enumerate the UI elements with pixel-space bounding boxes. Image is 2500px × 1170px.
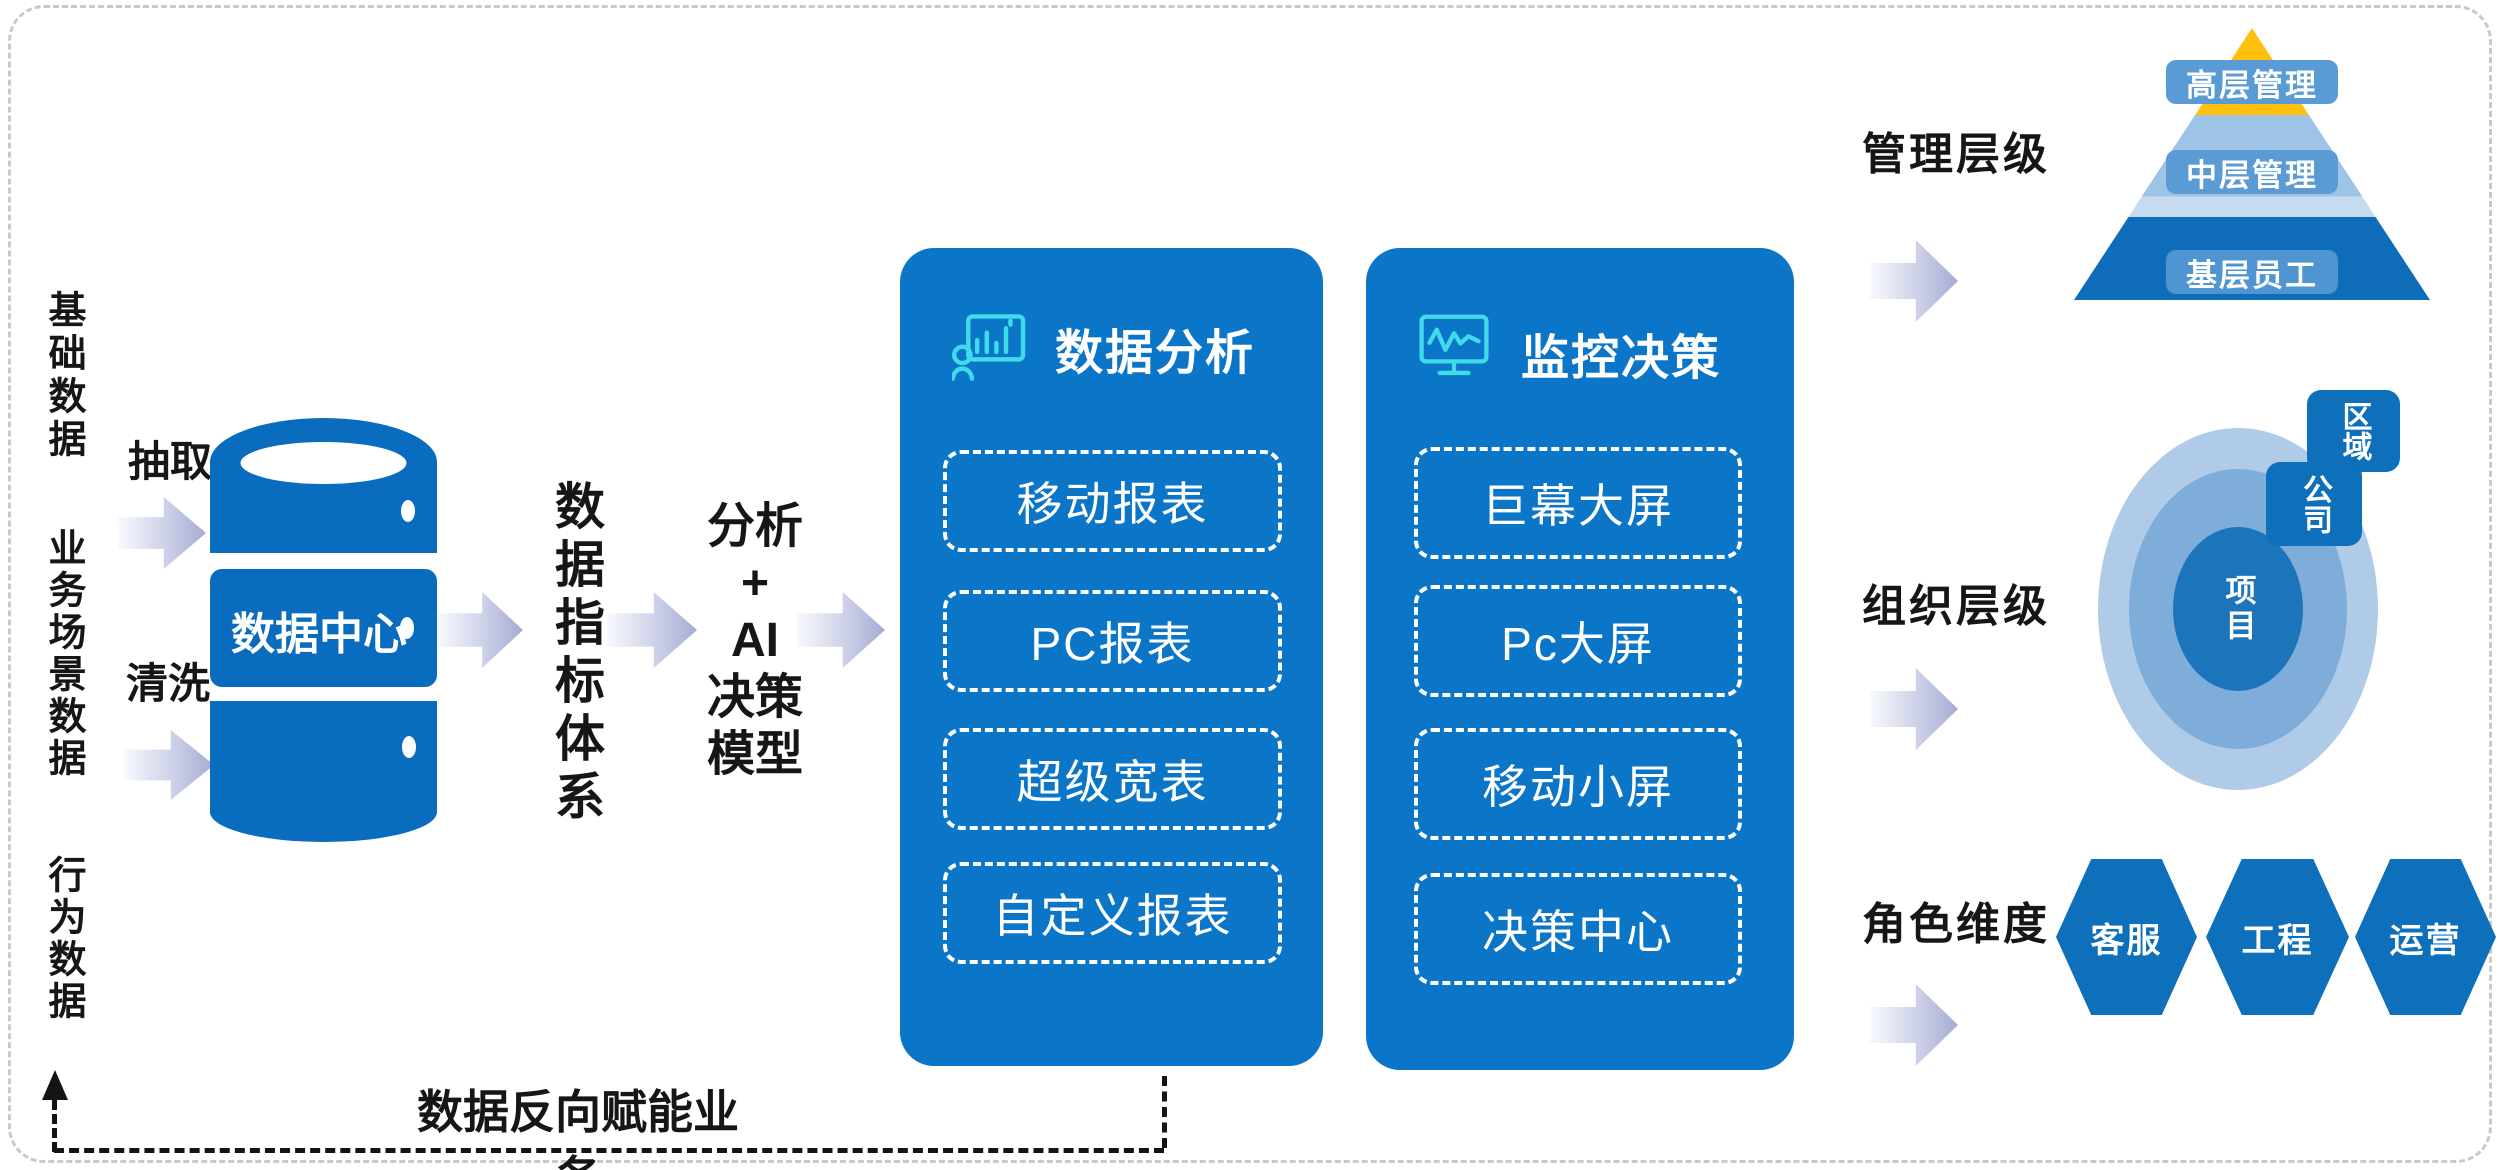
org-level-region-label: 区域 <box>2337 401 2371 461</box>
feedback-label: 数据反向赋能业务 <box>417 1086 739 1170</box>
ai-decision-model-label: 分析 + AI 决策 模型 <box>675 498 835 783</box>
tier-label-middle-management: 中层管理 <box>2166 150 2338 194</box>
model-line-ai: AI <box>731 614 779 667</box>
org-ring-center: 项目 <box>2173 527 2303 691</box>
feedback-line-left-vertical <box>52 1100 57 1152</box>
feature-super-wide-table: 超级宽表 <box>943 728 1282 830</box>
data-analysis-panel-title: 数据分析 <box>1055 327 1256 380</box>
pyramid-tier-middle-strip <box>2128 196 2376 218</box>
model-line-model: 模型 <box>706 728 803 781</box>
feature-pc-report: PC报表 <box>943 590 1282 692</box>
diagram-dashed-border <box>8 5 2492 1163</box>
role-dimension-label: 角色维度 <box>1862 900 2050 949</box>
feature-giant-screen: 巨幕大屏 <box>1414 447 1742 559</box>
model-line-decision: 决策 <box>706 671 803 724</box>
model-line-analysis: 分析 <box>706 500 803 553</box>
analyst-chart-icon <box>952 314 1026 381</box>
feature-pc-screen: Pc大屏 <box>1414 585 1742 697</box>
monitor-pulse-icon <box>1419 314 1489 376</box>
feature-decision-center: 决策中心 <box>1414 873 1742 985</box>
feature-custom-report: 自定义报表 <box>943 862 1282 964</box>
monitor-decision-panel-title: 监控决策 <box>1521 332 1722 385</box>
org-level-project-label: 项目 <box>2220 574 2256 644</box>
indicator-system-label: 数据指标体系 <box>548 480 604 828</box>
org-level-company-box: 公司 <box>2266 462 2362 546</box>
tier-label-base-staff: 基层员工 <box>2166 250 2338 294</box>
data-center-label: 数据中心 <box>231 610 407 659</box>
management-level-label: 管理层级 <box>1862 130 2050 179</box>
data-center-database-icon <box>210 418 437 842</box>
etl-extract-label: 抽取 <box>128 438 213 485</box>
role-hexagon-operations: 运营 <box>2355 859 2496 1015</box>
org-level-region-box: 区域 <box>2307 390 2400 472</box>
organization-level-label: 组织层级 <box>1862 582 2050 631</box>
management-pyramid: 高层管理 中层管理 基层员工 <box>2074 28 2430 300</box>
feedback-arrowhead-up <box>42 1070 68 1100</box>
monitor-decision-panel: 监控决策 巨幕大屏 Pc大屏 移动小屏 决策中心 <box>1366 248 1794 1070</box>
source-label-basic-data: 基础数据 <box>42 290 84 462</box>
model-line-plus: + <box>740 557 770 610</box>
feedback-line-horizontal <box>54 1148 1164 1153</box>
feedback-line-right-vertical <box>1162 1076 1167 1148</box>
feature-mobile-screen: 移动小屏 <box>1414 728 1742 840</box>
role-hexagon-customer-service: 客服 <box>2056 859 2197 1015</box>
source-label-business-scene-data: 业务场景数据 <box>42 528 84 780</box>
etl-clean-label: 清洗 <box>126 660 211 707</box>
tier-label-top-management: 高层管理 <box>2166 60 2338 104</box>
org-level-company-label: 公司 <box>2298 474 2331 534</box>
feature-mobile-report: 移动报表 <box>943 450 1282 552</box>
source-label-behavior-data: 行为数据 <box>42 855 84 1023</box>
data-analysis-panel: 数据分析 移动报表 PC报表 超级宽表 自定义报表 <box>900 248 1323 1066</box>
